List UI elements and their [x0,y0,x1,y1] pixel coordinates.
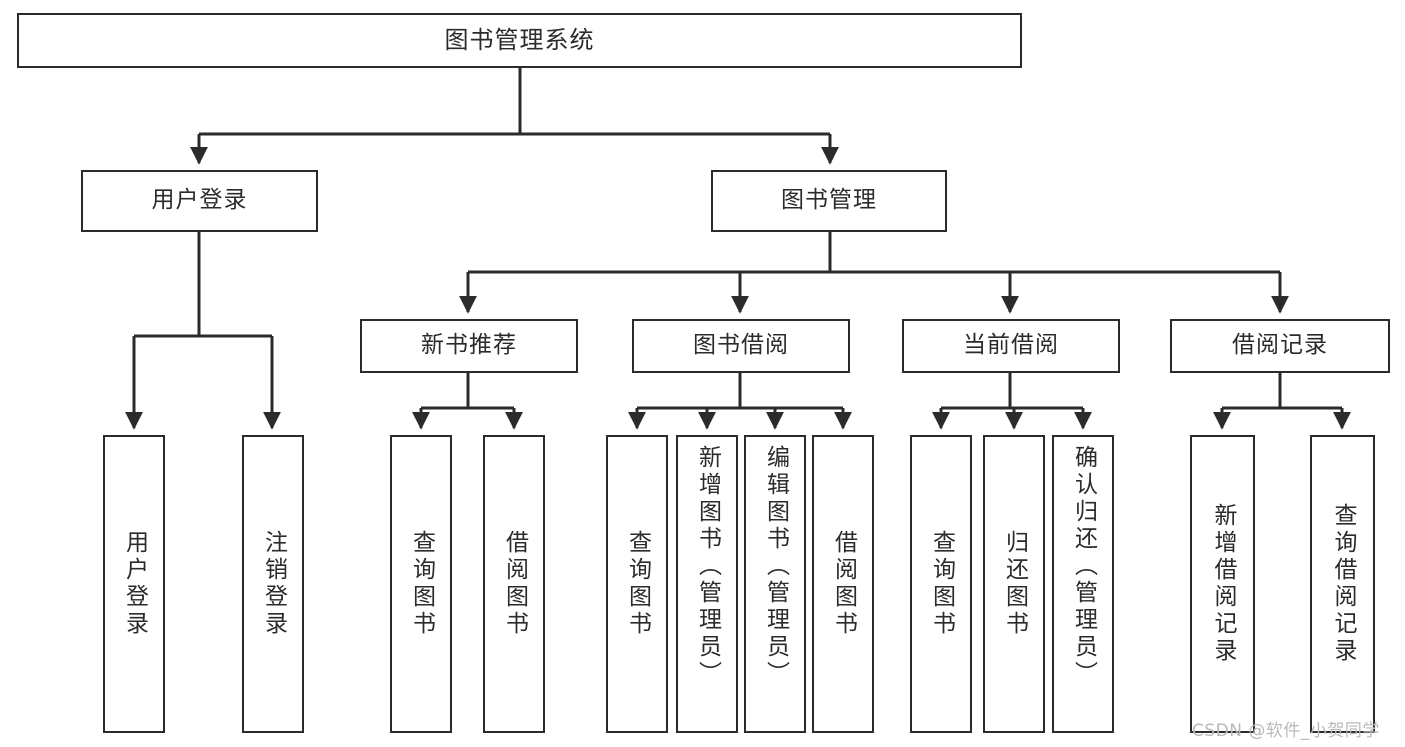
node-leaf-query-book-rec[interactable]: 查询图书 [390,435,452,733]
node-leaf-return-book[interactable]: 归还图书 [983,435,1045,733]
node-book-borrow[interactable]: 图书借阅 [632,319,850,373]
node-leaf-query-book-rec-label: 查询图书 [408,530,435,638]
node-borrow-record-label: 借阅记录 [1232,332,1328,359]
node-book-manage[interactable]: 图书管理 [711,170,947,232]
node-leaf-add-borrow-record[interactable]: 新增借阅记录 [1190,435,1255,733]
node-leaf-query-borrow-record-label: 查询借阅记录 [1330,503,1356,665]
node-leaf-edit-book-admin-label: 编辑图书（管理员） [762,445,789,688]
node-leaf-edit-book-admin[interactable]: 编辑图书（管理员） [744,435,806,733]
node-leaf-borrow-book-label: 借阅图书 [830,530,857,638]
node-leaf-query-borrow-record[interactable]: 查询借阅记录 [1310,435,1375,733]
node-leaf-user-login[interactable]: 用户登录 [103,435,165,733]
node-leaf-query-book-borrow[interactable]: 查询图书 [606,435,668,733]
node-leaf-query-book-current[interactable]: 查询图书 [910,435,972,733]
node-root[interactable]: 图书管理系统 [17,13,1022,68]
node-borrow-record[interactable]: 借阅记录 [1170,319,1390,373]
node-user-login[interactable]: 用户登录 [81,170,318,232]
node-root-label: 图书管理系统 [444,26,595,55]
node-leaf-return-book-label: 归还图书 [1001,530,1028,638]
node-leaf-add-book-admin-label: 新增图书（管理员） [694,445,721,688]
node-book-borrow-label: 图书借阅 [693,332,789,359]
node-book-manage-label: 图书管理 [781,187,877,214]
node-leaf-user-login-label: 用户登录 [121,530,148,638]
node-leaf-query-book-borrow-label: 查询图书 [624,530,651,638]
node-leaf-add-book-admin[interactable]: 新增图书（管理员） [676,435,738,733]
node-user-login-label: 用户登录 [151,187,248,214]
node-new-book-rec[interactable]: 新书推荐 [360,319,578,373]
node-leaf-user-logout-label: 注销登录 [260,530,287,638]
node-leaf-add-borrow-record-label: 新增借阅记录 [1210,503,1236,665]
node-leaf-query-book-current-label: 查询图书 [928,530,955,638]
node-current-borrow-label: 当前借阅 [963,332,1059,359]
node-leaf-borrow-book[interactable]: 借阅图书 [812,435,874,733]
node-new-book-rec-label: 新书推荐 [421,332,517,359]
node-leaf-confirm-return-admin[interactable]: 确认归还（管理员） [1052,435,1114,733]
node-leaf-confirm-return-admin-label: 确认归还（管理员） [1070,445,1097,688]
node-leaf-borrow-book-rec-label: 借阅图书 [501,530,528,638]
node-leaf-user-logout[interactable]: 注销登录 [242,435,304,733]
node-current-borrow[interactable]: 当前借阅 [902,319,1120,373]
csdn-watermark: CSDN @软件_小贺同学 [1192,721,1380,741]
node-leaf-borrow-book-rec[interactable]: 借阅图书 [483,435,545,733]
